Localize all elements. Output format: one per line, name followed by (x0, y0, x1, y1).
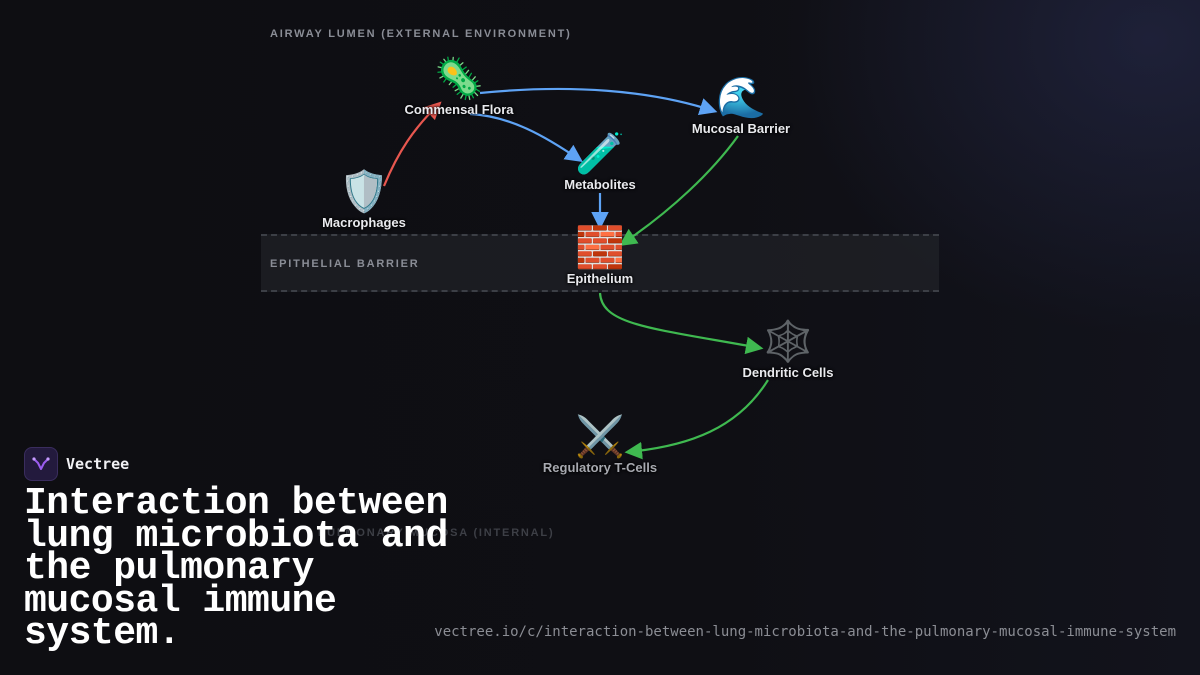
node-metabolites: 🧪 Metabolites (520, 131, 680, 192)
brick-wall-icon: 🧱 (575, 225, 625, 271)
edge-mucosal-barrier-to-epithelium (619, 135, 739, 246)
node-commensal-flora: 🦠 Commensal Flora (379, 56, 539, 117)
vectree-logo-icon (24, 447, 58, 481)
edge-macrophages-to-commensal-flora (382, 101, 442, 187)
crossed-swords-icon: ⚔️ (575, 414, 625, 460)
test-tube-icon: 🧪 (575, 131, 625, 177)
zone-label-airway-lumen: AIRWAY LUMEN (EXTERNAL ENVIRONMENT) (270, 28, 572, 40)
node-epithelium: 🧱 Epithelium (520, 225, 680, 286)
page-url[interactable]: vectree.io/c/interaction-between-lung-mi… (434, 624, 1176, 640)
wave-icon: 🌊 (716, 75, 766, 121)
node-label-macrophages: Macrophages (322, 215, 406, 230)
zone-label-pulmonary-mucosa: PULMONARY MUCOSA (INTERNAL) (318, 527, 555, 539)
vectree-logo-mark (32, 457, 50, 470)
node-macrophages: 🛡️ Macrophages (284, 169, 444, 230)
node-mucosal-barrier: 🌊 Mucosal Barrier (661, 75, 821, 136)
edge-commensal-flora-to-metabolites (469, 112, 583, 162)
edge-epithelium-to-dendritic-cells (598, 292, 764, 355)
brand-name: Vectree (66, 455, 130, 473)
node-dendritic-cells: 🕸️ Dendritic Cells (708, 319, 868, 380)
edge-dendritic-cells-to-regulatory-tcells (624, 379, 769, 460)
shield-icon: 🛡️ (339, 169, 389, 215)
node-label-mucosal-barrier: Mucosal Barrier (691, 121, 791, 136)
node-regulatory-tcells: ⚔️ Regulatory T-Cells (520, 414, 680, 475)
edge-commensal-flora-to-mucosal-barrier (479, 87, 718, 115)
node-label-dendritic-cells: Dendritic Cells (742, 365, 834, 380)
node-label-metabolites: Metabolites (564, 177, 636, 192)
node-label-commensal-flora: Commensal Flora (404, 102, 514, 117)
page-title: Interaction between lung microbiota and … (24, 482, 448, 655)
brand[interactable]: Vectree (24, 447, 129, 481)
node-label-epithelium: Epithelium (566, 271, 634, 286)
node-label-regulatory-tcells: Regulatory T-Cells (542, 460, 658, 475)
epithelial-barrier-band (261, 234, 939, 292)
zone-label-epithelial-barrier: EPITHELIAL BARRIER (270, 258, 420, 270)
bacteria-icon: 🦠 (434, 56, 484, 102)
spider-web-icon: 🕸️ (763, 319, 813, 365)
